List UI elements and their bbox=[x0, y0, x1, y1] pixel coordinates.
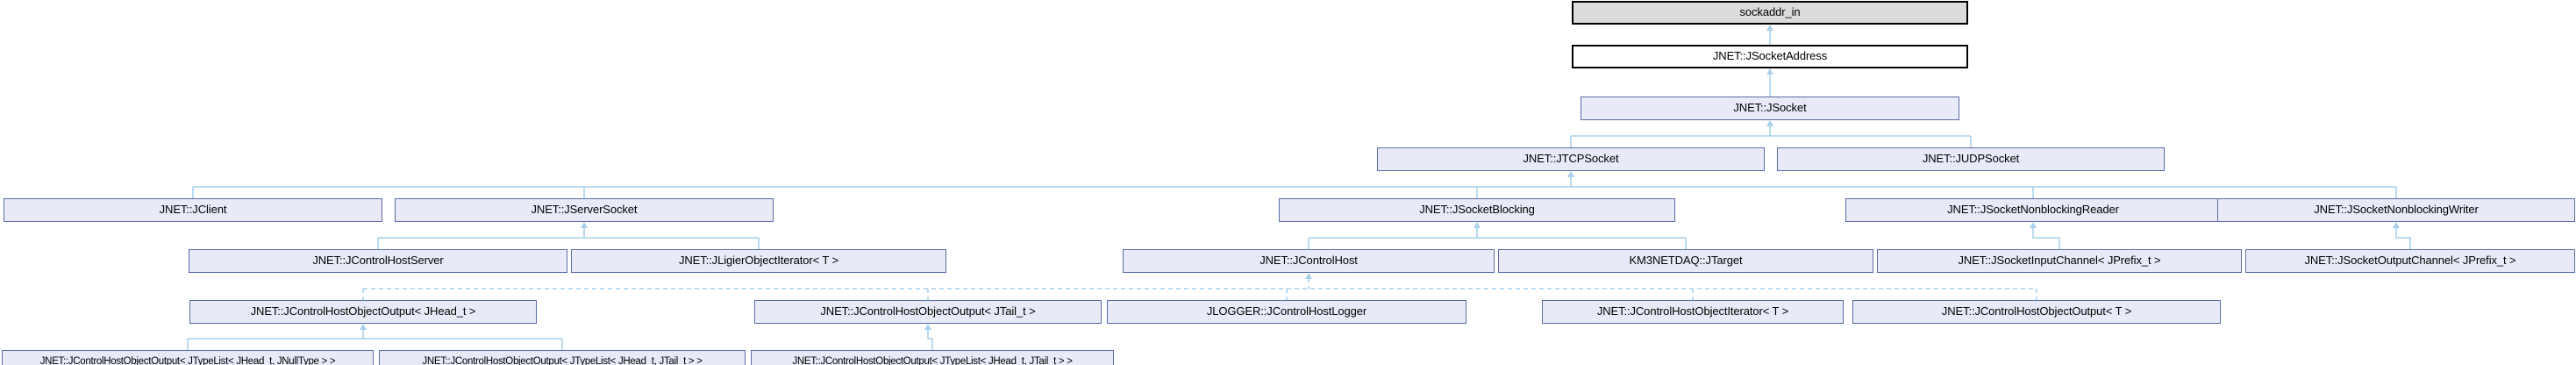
class-node[interactable]: JNET::JLigierObjectIterator< T > bbox=[571, 249, 946, 273]
class-node[interactable]: JNET::JControlHostObjectIterator< T > bbox=[1542, 300, 1844, 324]
class-node[interactable]: JNET::JSocketOutputChannel< JPrefix_t > bbox=[2245, 249, 2575, 273]
inheritance-edge bbox=[2395, 227, 2411, 249]
edge-arrowhead bbox=[1305, 273, 1312, 279]
class-node[interactable]: JNET::JSocketAddress bbox=[1572, 45, 1968, 68]
class-node[interactable]: JNET::JSocketNonblockingReader bbox=[1845, 198, 2221, 222]
edge-arrowhead bbox=[1567, 171, 1574, 177]
edge-arrowhead bbox=[1766, 68, 1773, 75]
inheritance-edge bbox=[2032, 227, 2060, 249]
class-node[interactable]: JNET::JControlHostObjectOutput< JTail_t … bbox=[754, 300, 1102, 324]
class-node[interactable]: JNET::JServerSocket bbox=[395, 198, 774, 222]
class-node[interactable]: JNET::JControlHostObjectOutput< T > bbox=[1852, 300, 2221, 324]
edge-arrowhead bbox=[2393, 222, 2400, 228]
class-node[interactable]: JNET::JTCPSocket bbox=[1377, 147, 1765, 171]
edge-arrowhead bbox=[2030, 222, 2037, 228]
class-node[interactable]: JNET::JControlHostObjectOutput< JTypeLis… bbox=[751, 350, 1114, 365]
class-node[interactable]: JNET::JControlHostObjectOutput< JTypeLis… bbox=[379, 350, 746, 365]
class-node[interactable]: JNET::JControlHostObjectOutput< JHead_t … bbox=[189, 300, 537, 324]
edge-arrowhead bbox=[360, 324, 367, 330]
class-node[interactable]: JNET::JClient bbox=[4, 198, 382, 222]
class-node[interactable]: JNET::JControlHostObjectOutput< JTypeLis… bbox=[2, 350, 374, 365]
inheritance-edge bbox=[927, 329, 933, 350]
class-node[interactable]: JNET::JSocketNonblockingWriter bbox=[2217, 198, 2575, 222]
edge-arrowhead bbox=[581, 222, 588, 228]
class-node[interactable]: JNET::JSocket bbox=[1581, 97, 1959, 120]
edge-arrowhead bbox=[1766, 120, 1773, 126]
class-node[interactable]: JNET::JControlHostServer bbox=[189, 249, 567, 273]
class-node[interactable]: KM3NETDAQ::JTarget bbox=[1498, 249, 1873, 273]
edge-arrowhead bbox=[1474, 222, 1481, 228]
edge-arrowhead bbox=[1766, 25, 1773, 31]
class-node[interactable]: JNET::JUDPSocket bbox=[1777, 147, 2165, 171]
class-node[interactable]: JNET::JSocketBlocking bbox=[1279, 198, 1675, 222]
class-node[interactable]: JLOGGER::JControlHostLogger bbox=[1107, 300, 1466, 324]
class-node[interactable]: JNET::JSocketInputChannel< JPrefix_t > bbox=[1877, 249, 2242, 273]
class-node[interactable]: sockaddr_in bbox=[1572, 1, 1968, 25]
edge-arrowhead bbox=[924, 324, 931, 330]
class-node[interactable]: JNET::JControlHost bbox=[1123, 249, 1495, 273]
